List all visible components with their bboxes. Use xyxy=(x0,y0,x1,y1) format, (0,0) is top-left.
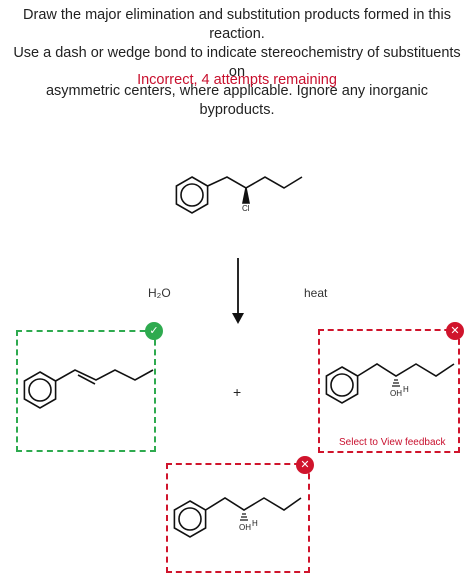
plus-sign: + xyxy=(233,384,242,400)
alcohol-structure-right: OH H xyxy=(325,363,455,404)
attempt-status: Incorrect, 4 attempts remaining xyxy=(137,72,337,88)
answer-box-alcohol-right[interactable] xyxy=(318,329,460,453)
question-line-3: asymmetric centers, where applicable. Ig… xyxy=(45,83,429,118)
chlorine-atom-label: Cl xyxy=(242,204,250,213)
x-icon: ✕ xyxy=(296,456,314,474)
alkene-structure xyxy=(23,369,154,409)
hydroxyl-label-right: OH xyxy=(390,389,402,398)
check-icon: ✓ xyxy=(145,322,163,340)
hydrogen-label-right: H xyxy=(403,385,409,394)
view-feedback-link[interactable]: Select to View feedback xyxy=(339,437,446,448)
question-line-1: Draw the major elimination and substitut… xyxy=(23,7,451,42)
hydrogen-label-bottom: H xyxy=(252,519,258,528)
reaction-arrow xyxy=(232,258,244,324)
hydroxyl-label-bottom: OH xyxy=(239,523,251,532)
x-icon: ✕ xyxy=(446,322,464,340)
question-prompt: Draw the major elimination and substitut… xyxy=(8,6,466,120)
answer-box-alkene[interactable] xyxy=(16,330,156,452)
question-line-2: Use a dash or wedge bond to indicate ste… xyxy=(13,45,461,80)
reactant-structure: Cl xyxy=(175,176,303,214)
reagent-heat: heat xyxy=(304,286,328,300)
alcohol-structure-bottom: OH H xyxy=(173,497,302,538)
reagent-water: H₂O xyxy=(148,286,171,300)
